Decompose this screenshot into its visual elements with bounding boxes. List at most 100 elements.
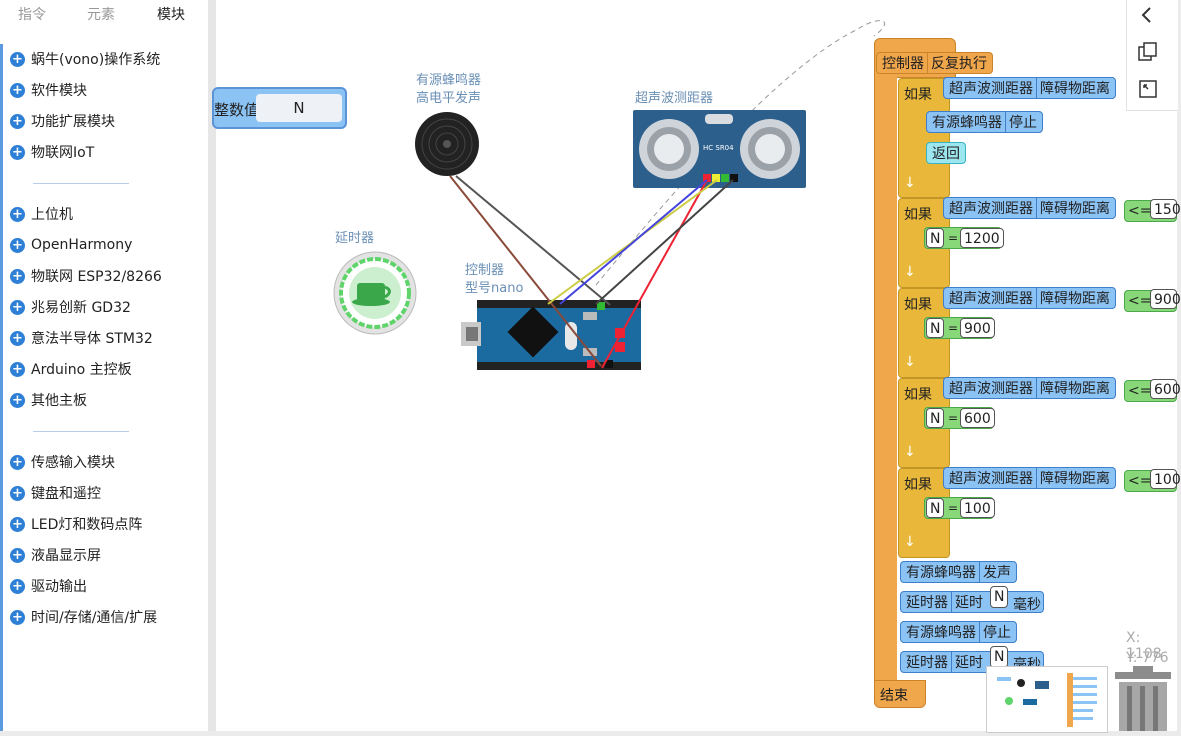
sidebar-item-keyboard[interactable]: +键盘和遥控 bbox=[10, 482, 101, 504]
plus-icon: + bbox=[10, 609, 25, 625]
plus-icon: + bbox=[10, 113, 25, 129]
tab-instructions[interactable]: 指令 bbox=[18, 7, 46, 23]
sidebar-item-other-boards[interactable]: +其他主板 bbox=[10, 389, 87, 411]
assign-eq-5: = bbox=[948, 501, 959, 515]
return-block[interactable]: 返回 bbox=[926, 142, 966, 164]
copy-icon[interactable] bbox=[1138, 42, 1158, 62]
ultrasonic-eyes-icon bbox=[639, 114, 800, 182]
tab-modules[interactable]: 模块 bbox=[157, 7, 185, 23]
assign-value-3[interactable]: 900 bbox=[960, 318, 995, 338]
sensor-block-5[interactable]: 超声波测距器障碍物距离 bbox=[943, 467, 1116, 489]
if-label-2: 如果 bbox=[904, 207, 932, 223]
assign-var-3[interactable]: N bbox=[926, 318, 945, 338]
sidebar-border bbox=[208, 0, 216, 731]
sidebar: 指令 元素 模块 +蜗牛(vono)操作系统 +软件模块 +功能扩展模块 +物联… bbox=[0, 0, 208, 731]
sidebar-item-stm32[interactable]: +意法半导体 STM32 bbox=[10, 327, 153, 349]
if-label-5: 如果 bbox=[904, 477, 932, 493]
sensor-block-4[interactable]: 超声波测距器障碍物距离 bbox=[943, 377, 1116, 399]
sensor-block-1[interactable]: 超声波测距器障碍物距离 bbox=[943, 77, 1116, 99]
program-loop-label: 反复执行 bbox=[927, 53, 990, 73]
canvas[interactable]: 整数值 N 有源蜂鸣器 高电平发声 超声波测距器 HC SR04 延时器 bbox=[212, 0, 1181, 733]
assign-value-5[interactable]: 100 bbox=[960, 498, 995, 518]
variable-type-label: 整数值 bbox=[214, 101, 260, 119]
sidebar-item-sensors[interactable]: +传感输入模块 bbox=[10, 451, 115, 473]
if-arrow-5: ↓ bbox=[904, 534, 916, 550]
sidebar-item-vono[interactable]: +蜗牛(vono)操作系统 bbox=[10, 48, 160, 70]
if-block-1[interactable] bbox=[898, 78, 950, 198]
buzzer-subtitle: 高电平发声 bbox=[416, 91, 482, 106]
fit-view-icon[interactable] bbox=[1139, 80, 1157, 98]
sidebar-item-gd32[interactable]: +兆易创新 GD32 bbox=[10, 296, 131, 318]
plus-icon: + bbox=[10, 206, 25, 222]
plus-icon: + bbox=[10, 268, 25, 284]
ultrasonic-sensor-icon[interactable]: HC SR04 bbox=[633, 110, 806, 188]
assign-eq-3: = bbox=[948, 321, 959, 335]
trash-icon[interactable] bbox=[1109, 666, 1177, 731]
minimap-preview bbox=[997, 673, 1097, 727]
compare-value-3[interactable]: 900 bbox=[1150, 289, 1181, 309]
sidebar-item-arduino[interactable]: +Arduino 主控板 bbox=[10, 358, 132, 380]
ultrasonic-chip-text: HC SR04 bbox=[703, 144, 734, 152]
plus-icon: + bbox=[10, 299, 25, 315]
plus-icon: + bbox=[10, 330, 25, 346]
chevron-left-icon[interactable] bbox=[1139, 6, 1155, 24]
plus-icon: + bbox=[10, 237, 25, 253]
if-arrow-4: ↓ bbox=[904, 444, 916, 460]
plus-icon: + bbox=[10, 144, 25, 160]
assign-var-2[interactable]: N bbox=[926, 228, 945, 248]
buzzer-icon[interactable] bbox=[414, 110, 482, 178]
sidebar-item-extension[interactable]: +功能扩展模块 bbox=[10, 110, 115, 132]
delay-unit-1: 毫秒 bbox=[1013, 597, 1041, 613]
sidebar-item-esp32[interactable]: +物联网 ESP32/8266 bbox=[10, 265, 162, 287]
delay-var-2[interactable]: N bbox=[990, 646, 1009, 668]
sidebar-item-software[interactable]: +软件模块 bbox=[10, 79, 87, 101]
compare-value-4[interactable]: 600 bbox=[1150, 379, 1181, 399]
buzzer-stop-block-2[interactable]: 有源蜂鸣器停止 bbox=[900, 621, 1017, 643]
delay-var-1[interactable]: N bbox=[990, 586, 1009, 608]
right-toolbar bbox=[1126, 0, 1178, 111]
divider bbox=[33, 431, 129, 432]
connection-arc bbox=[595, 20, 886, 286]
buzzer-on-block[interactable]: 有源蜂鸣器发声 bbox=[900, 561, 1017, 583]
assign-value-2[interactable]: 1200 bbox=[960, 228, 1004, 248]
tab-elements[interactable]: 元素 bbox=[87, 7, 115, 23]
sensor-block-2[interactable]: 超声波测距器障碍物距离 bbox=[943, 197, 1116, 219]
plus-icon: + bbox=[10, 516, 25, 532]
sidebar-item-openharmony[interactable]: +OpenHarmony bbox=[10, 234, 132, 256]
variable-block[interactable]: 整数值 N bbox=[212, 87, 347, 129]
assign-value-4[interactable]: 600 bbox=[960, 408, 995, 428]
assign-var-5[interactable]: N bbox=[926, 498, 945, 518]
program-header[interactable]: 控制器 反复执行 bbox=[876, 52, 993, 74]
controller-subtitle: 型号nano bbox=[465, 281, 524, 296]
controller-title: 控制器 bbox=[465, 263, 505, 278]
variable-name-field[interactable]: N bbox=[256, 94, 342, 122]
if-label-4: 如果 bbox=[904, 387, 932, 403]
if-label-3: 如果 bbox=[904, 297, 932, 313]
sidebar-item-time-storage[interactable]: +时间/存储/通信/扩展 bbox=[10, 606, 157, 628]
sensor-block-3[interactable]: 超声波测距器障碍物距离 bbox=[943, 287, 1116, 309]
program-spine bbox=[874, 76, 897, 686]
plus-icon: + bbox=[10, 578, 25, 594]
plus-icon: + bbox=[10, 392, 25, 408]
coord-y: Y: 776 bbox=[1126, 650, 1169, 666]
if-arrow-1: ↓ bbox=[904, 175, 916, 191]
program-footer[interactable] bbox=[874, 680, 926, 708]
buzzer-title: 有源蜂鸣器 bbox=[416, 73, 482, 88]
plus-icon: + bbox=[10, 51, 25, 67]
minimap[interactable] bbox=[986, 666, 1108, 733]
module-list: +蜗牛(vono)操作系统 +软件模块 +功能扩展模块 +物联网IoT +上位机… bbox=[0, 44, 208, 731]
assign-var-4[interactable]: N bbox=[926, 408, 945, 428]
sidebar-item-lcd[interactable]: +液晶显示屏 bbox=[10, 544, 101, 566]
sidebar-item-iot[interactable]: +物联网IoT bbox=[10, 141, 94, 163]
buzzer-stop-block[interactable]: 有源蜂鸣器停止 bbox=[926, 111, 1043, 133]
compare-value-2[interactable]: 150 bbox=[1150, 199, 1181, 219]
delay-cup-icon[interactable] bbox=[332, 250, 418, 336]
compare-value-5[interactable]: 100 bbox=[1150, 469, 1181, 489]
coord-x: X: 1108 bbox=[1126, 630, 1162, 662]
if-label-1: 如果 bbox=[904, 87, 932, 103]
divider bbox=[33, 183, 129, 184]
sidebar-item-led[interactable]: +LED灯和数码点阵 bbox=[10, 513, 142, 535]
sidebar-item-drive[interactable]: +驱动输出 bbox=[10, 575, 87, 597]
sidebar-item-host[interactable]: +上位机 bbox=[10, 203, 73, 225]
ultrasonic-title: 超声波测距器 bbox=[635, 91, 714, 106]
